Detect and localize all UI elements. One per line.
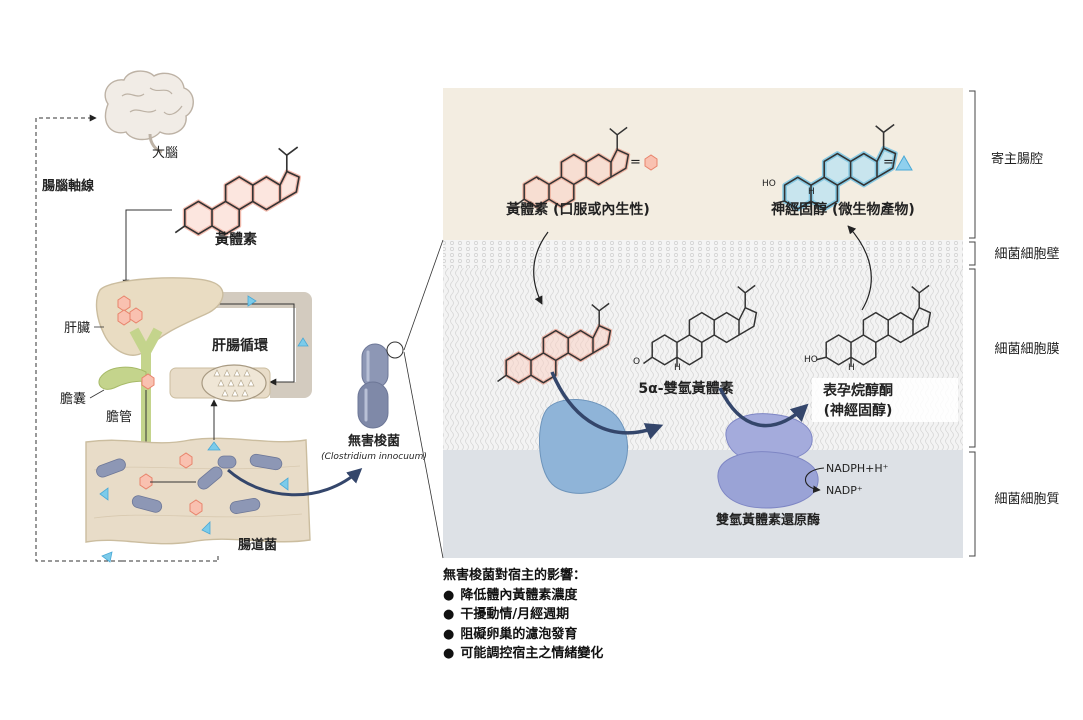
host-effects: 無害梭菌對宿主的影響： 降低體內黃體素濃度 干擾動情/月經週期 阻礙卵巢的濾泡發… [443,566,773,664]
gut-bacteria-label: 腸道菌 [238,537,277,553]
layer-label-lumen: 寄主腸腔 [991,151,1043,167]
brain-label: 大腦 [152,146,178,161]
arrow-to-bacterium [227,467,363,497]
layer-label-membrane: 細菌細胞膜 [994,342,1059,357]
cofactor-in-label: NADPH+H⁺ [826,462,889,475]
effects-title: 無害梭菌對宿主的影響： [443,568,587,583]
layer-label-cytoplasm: 細菌細胞質 [994,492,1059,507]
epipregnanolone-molecule [816,284,932,366]
arrow-to-liver [122,209,172,287]
bacterium-name: 無害梭菌 [348,433,400,449]
liver-icon [95,277,224,356]
gut-bacteria [96,453,283,514]
triangle-marker [247,295,257,307]
layer-label-wall: 細菌細胞壁 [994,247,1059,262]
cofactor-arrow [804,467,825,494]
arrow-membrane-to-lumen [847,225,872,311]
zoom-line [403,239,444,351]
equals-progesterone: = [630,155,641,170]
dihydroprogesterone-molecule [643,284,758,366]
reaction-arrow-2 [718,387,809,428]
dihydro-o-label: O [633,357,640,367]
triangle-marker [297,337,309,347]
progesterone-molecule-membrane [497,302,613,385]
enzyme-dihydroprogesterone-reductase [717,413,819,509]
effects-list: 降低體內黃體素濃度 干擾動情/月經週期 阻礙卵巢的濾泡發育 可能調控宿主之情緒變… [443,586,773,664]
product-ho-label: HO [804,355,818,365]
cytoplasm-layer [443,450,963,558]
effect-item: 可能調控宿主之情緒變化 [443,644,773,664]
equals-neurosteroid: = [883,155,894,170]
gut-icon [85,437,311,545]
cofactor-out-label: NADP⁺ [826,484,863,497]
product-label-line1: 表孕烷醇酮 [822,382,893,399]
effect-item: 降低體內黃體素濃度 [443,586,773,606]
neurosteroid-caption: 神經固醇 (微生物產物) [771,201,915,218]
left-panel: 大腦 腸腦軸線 黃體素 [35,70,427,563]
progesterone-caption: 黃體素 (口服或內生性) [505,201,650,218]
arrow-lumen-to-membrane [533,231,549,305]
effect-item: 干擾動情/月經週期 [443,605,773,625]
enzyme-5a-reductase [539,398,628,494]
gut-brain-axis-line [35,114,122,562]
effect-item: 阻礙卵巢的濾泡發育 [443,625,773,645]
gut-brain-axis-label: 腸腦軸線 [42,178,95,194]
intermediate-label: 5α-雙氫黃體素 [638,380,733,397]
clostridium-innocuum-icon [357,341,404,429]
enterohepatic-label: 肝腸循環 [212,337,269,354]
progesterone-label-left: 黃體素 [214,231,257,248]
gallbladder-icon [98,366,147,390]
dihydro-h-label: H [674,363,681,373]
neurosteroid-molecule-lumen [773,123,898,212]
neurosteroid-triangle-legend [895,154,913,171]
intestine-segment-icon [169,364,271,402]
progesterone-hexagon-legend [644,154,658,171]
neurosteroid-h-label: H [808,187,815,197]
reaction-arrow-1 [550,371,664,440]
neurosteroid-ho-label: HO [762,179,776,189]
gallbladder-label: 膽囊 [60,391,86,407]
progesterone-molecule-left [174,146,302,237]
brain-icon [104,70,194,154]
liver-label: 肝臟 [64,321,90,336]
progesterone-molecule-lumen [515,126,631,209]
layer-brackets [969,90,976,557]
bile-duct-label: 膽管 [106,410,132,425]
product-label-line2: (神經固醇) [824,402,893,419]
product-h-label: H [848,363,855,373]
bacterium-latin: (Clostridium innocuum) [321,452,427,462]
enzyme-label: 雙氫黃體素還原酶 [716,512,820,528]
